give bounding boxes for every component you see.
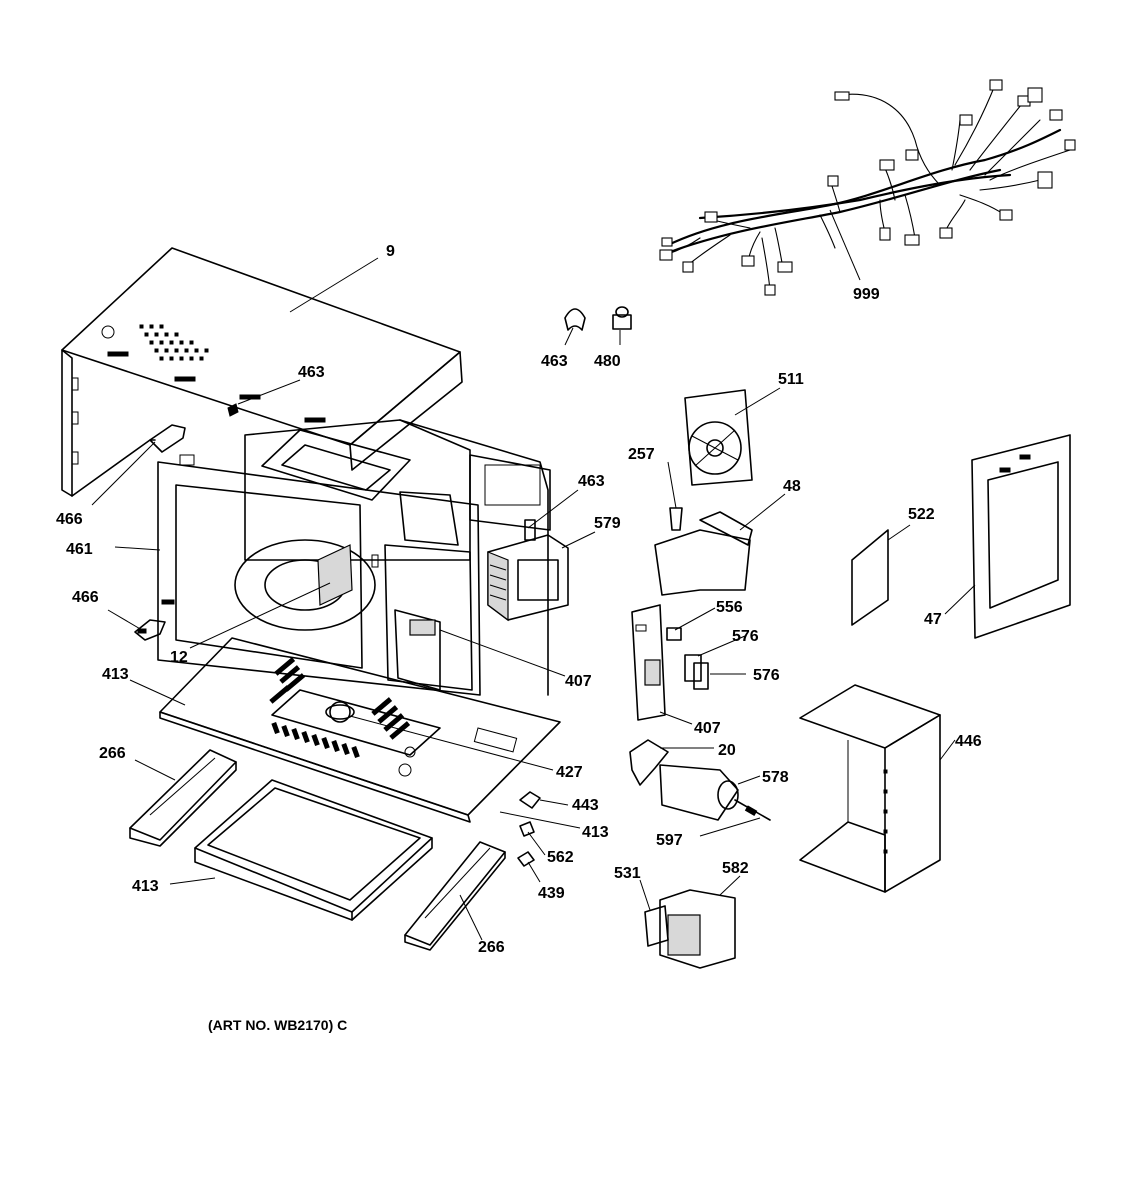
label-576b: 576 xyxy=(753,667,780,684)
label-407b: 407 xyxy=(694,720,721,737)
label-582: 582 xyxy=(722,860,749,877)
duct-part-48 xyxy=(654,511,753,596)
label-439: 439 xyxy=(538,885,565,902)
label-47: 47 xyxy=(924,611,942,628)
label-413b: 413 xyxy=(132,878,159,895)
label-9: 9 xyxy=(386,243,395,260)
label-578: 578 xyxy=(762,769,789,786)
wire-harness-part-999 xyxy=(659,79,1076,296)
part-443 xyxy=(519,791,541,809)
label-562: 562 xyxy=(547,849,574,866)
switch-part-576a xyxy=(684,654,702,682)
label-20: 20 xyxy=(718,742,736,759)
back-plate-part-47 xyxy=(971,434,1071,639)
switch-part-556 xyxy=(666,627,682,641)
part-labels: 9 463 466 461 466 12 413 266 413 266 463… xyxy=(56,243,982,956)
panel-part-522 xyxy=(851,529,889,626)
label-579: 579 xyxy=(594,515,621,532)
label-257: 257 xyxy=(628,446,655,463)
magnetron-part-579 xyxy=(487,519,569,622)
front-frame-part-461 xyxy=(157,454,481,696)
switch-part-576b xyxy=(693,662,709,690)
motor-part-427 xyxy=(325,704,355,720)
rail-part-266b xyxy=(404,841,506,951)
label-413a: 413 xyxy=(102,666,129,683)
part-531 xyxy=(644,905,669,947)
label-576a: 576 xyxy=(732,628,759,645)
holder-part-20 xyxy=(629,739,669,786)
label-413c: 413 xyxy=(582,824,609,841)
knob-part-480 xyxy=(612,306,632,330)
label-266b: 266 xyxy=(478,939,505,956)
art-number: (ART NO. WB2170) C xyxy=(208,1017,347,1033)
lamp-part-257 xyxy=(669,507,683,531)
outer-case-part-9 xyxy=(61,247,463,497)
label-511: 511 xyxy=(778,371,804,388)
label-446: 446 xyxy=(955,733,982,750)
label-466a: 466 xyxy=(56,511,83,528)
bushing-part-463b xyxy=(564,308,586,331)
leader-lines xyxy=(91,209,976,941)
bracket-part-466b xyxy=(134,619,166,641)
clip-part-463a xyxy=(227,403,239,417)
part-562 xyxy=(519,821,535,837)
transformer-part-582 xyxy=(659,889,736,969)
label-556: 556 xyxy=(716,599,743,616)
label-443: 443 xyxy=(572,797,599,814)
label-522: 522 xyxy=(908,506,935,523)
side-panel-part-446 xyxy=(799,684,941,893)
label-266a: 266 xyxy=(99,745,126,762)
label-531: 531 xyxy=(614,865,641,882)
label-463b: 463 xyxy=(541,353,568,370)
base-plate-part-413a xyxy=(159,637,561,823)
label-466b: 466 xyxy=(72,589,99,606)
bracket-part-466a xyxy=(149,424,186,453)
oven-cavity xyxy=(244,419,551,696)
label-407a: 407 xyxy=(565,673,592,690)
label-597: 597 xyxy=(656,832,683,849)
fan-part-511 xyxy=(684,389,753,486)
part-439 xyxy=(517,851,535,867)
label-12: 12 xyxy=(170,649,188,666)
capacitor-part-578 xyxy=(659,764,739,821)
switch-bracket-part-407b xyxy=(631,604,666,721)
label-463a: 463 xyxy=(298,364,325,381)
label-461: 461 xyxy=(66,541,93,558)
label-427: 427 xyxy=(556,764,583,781)
tray-part-413b xyxy=(194,779,433,921)
label-463c: 463 xyxy=(578,473,605,490)
diode-part-597 xyxy=(734,799,771,821)
label-480: 480 xyxy=(594,353,621,370)
label-999: 999 xyxy=(853,286,880,303)
rail-part-266a xyxy=(129,749,237,847)
bracket-part-407a xyxy=(394,491,459,691)
label-48: 48 xyxy=(783,478,801,495)
